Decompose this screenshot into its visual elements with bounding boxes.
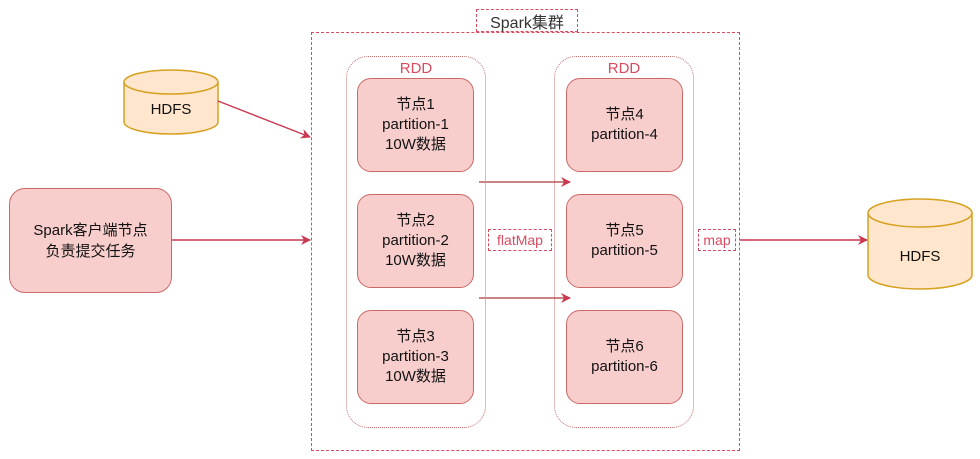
spark-cluster-label: Spark集群: [476, 9, 578, 32]
node-title: 节点4: [605, 106, 644, 123]
partition-node-1: 节点1 partition-1 10W数据: [357, 78, 474, 172]
hdfs-output-cylinder: [867, 198, 973, 290]
node-partition: partition-6: [591, 358, 658, 375]
partition-node-4: 节点4 partition-4: [566, 78, 683, 172]
node-partition: partition-5: [591, 242, 658, 259]
node-title: 节点3: [396, 328, 435, 345]
flatmap-operation-label: flatMap: [488, 229, 552, 251]
node-title: 节点6: [605, 338, 644, 355]
node-data-size: 10W数据: [385, 368, 446, 385]
client-line2: 负责提交任务: [45, 242, 136, 260]
node-title: 节点1: [396, 96, 435, 113]
partition-node-2: 节点2 partition-2 10W数据: [357, 194, 474, 288]
node-title: 节点2: [396, 212, 435, 229]
rdd-right-container: [554, 56, 694, 428]
rdd-left-label: RDD: [399, 60, 433, 77]
node-title: 节点5: [605, 222, 644, 239]
hdfs-source-cylinder: [123, 69, 219, 135]
partition-node-3: 节点3 partition-3 10W数据: [357, 310, 474, 404]
node-partition: partition-4: [591, 126, 658, 143]
rdd-left-container: [346, 56, 486, 428]
partition-node-6: 节点6 partition-6: [566, 310, 683, 404]
node-data-size: 10W数据: [385, 136, 446, 153]
node-data-size: 10W数据: [385, 252, 446, 269]
hdfs-source-label: HDFS: [150, 100, 192, 118]
hdfs-output-label: HDFS: [899, 247, 941, 265]
rdd-right-label: RDD: [607, 60, 641, 77]
node-partition: partition-2: [382, 232, 449, 249]
spark-cluster-boundary: [311, 32, 740, 451]
partition-node-5: 节点5 partition-5: [566, 194, 683, 288]
hdfs-to-cluster-arrow: [217, 100, 311, 139]
node-partition: partition-1: [382, 116, 449, 133]
node-partition: partition-3: [382, 348, 449, 365]
client-line1: Spark客户端节点: [33, 221, 148, 239]
map-operation-label: map: [698, 229, 736, 251]
spark-client-node: Spark客户端节点 负责提交任务: [9, 188, 172, 293]
